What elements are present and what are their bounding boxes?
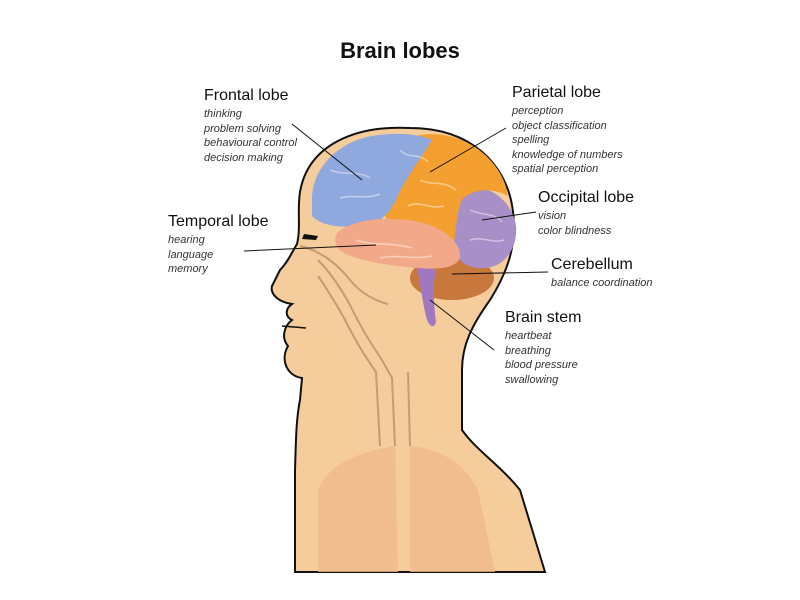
function-item: language [168, 248, 214, 261]
neck-inner [318, 446, 495, 572]
mouth-line [281, 325, 307, 329]
function-item: vision [538, 210, 567, 222]
brain-fold-lines [329, 149, 505, 259]
frontal-lobe-shape [312, 133, 432, 227]
pointer-frontal [291, 123, 363, 181]
esophagus-line [317, 275, 411, 447]
function-list: balance coordination [551, 276, 653, 291]
lobe-name: Frontal lobe [204, 87, 289, 104]
function-list: vision color blindness [538, 209, 634, 238]
function-item: perception [512, 105, 564, 117]
lobe-name: Temporal lobe [168, 213, 269, 230]
function-list: heartbeat breathing blood pressure swall… [505, 329, 581, 387]
label-frontal-lobe: Frontal lobe thinking problem solving be… [204, 86, 297, 165]
function-item: behavioural control [204, 137, 297, 149]
function-list: thinking problem solving behavioural con… [204, 107, 297, 165]
pointer-temporal [243, 244, 377, 252]
lobe-name: Cerebellum [551, 256, 633, 273]
function-item: hearing [168, 234, 205, 246]
function-item: decision making [204, 151, 283, 164]
function-item: heartbeat [505, 330, 552, 342]
temporal-lobe-shape [335, 218, 461, 269]
airway-line [317, 259, 396, 447]
function-list: perception object classification spellin… [512, 104, 623, 177]
function-item: spelling [512, 134, 550, 146]
label-temporal-lobe: Temporal lobe hearing language memory [168, 212, 269, 277]
label-brain-stem: Brain stem heartbeat breathing blood pre… [505, 308, 581, 387]
brain-stem-shape [416, 264, 436, 327]
function-item: color blindness [538, 224, 612, 237]
lobe-name: Occipital lobe [538, 189, 635, 206]
function-item: memory [168, 263, 208, 275]
pointer-brain-stem [429, 299, 495, 351]
function-item: breathing [505, 344, 551, 357]
lobe-name: Parietal lobe [512, 84, 601, 101]
function-item: spatial perception [512, 163, 599, 175]
function-item: balance coordination [551, 277, 653, 289]
occipital-lobe-shape [452, 186, 517, 269]
function-item: blood pressure [505, 359, 578, 371]
function-item: swallowing [505, 373, 559, 386]
label-cerebellum: Cerebellum balance coordination [551, 255, 653, 291]
function-item: thinking [204, 108, 242, 120]
function-list: hearing language memory [168, 233, 269, 277]
pointer-occipital [481, 211, 537, 221]
function-item: object classification [512, 119, 607, 132]
pointer-cerebellum [451, 271, 549, 275]
pointer-parietal [429, 127, 507, 173]
label-parietal-lobe: Parietal lobe perception object classifi… [512, 83, 623, 177]
page-title: Brain lobes [340, 38, 460, 63]
eye-mark [302, 234, 318, 240]
function-item: problem solving [204, 122, 282, 135]
lobe-name: Brain stem [505, 309, 582, 326]
function-item: knowledge of numbers [512, 148, 623, 161]
label-occipital-lobe: Occipital lobe vision color blindness [538, 188, 634, 238]
inner-nasal-outline [299, 245, 389, 305]
